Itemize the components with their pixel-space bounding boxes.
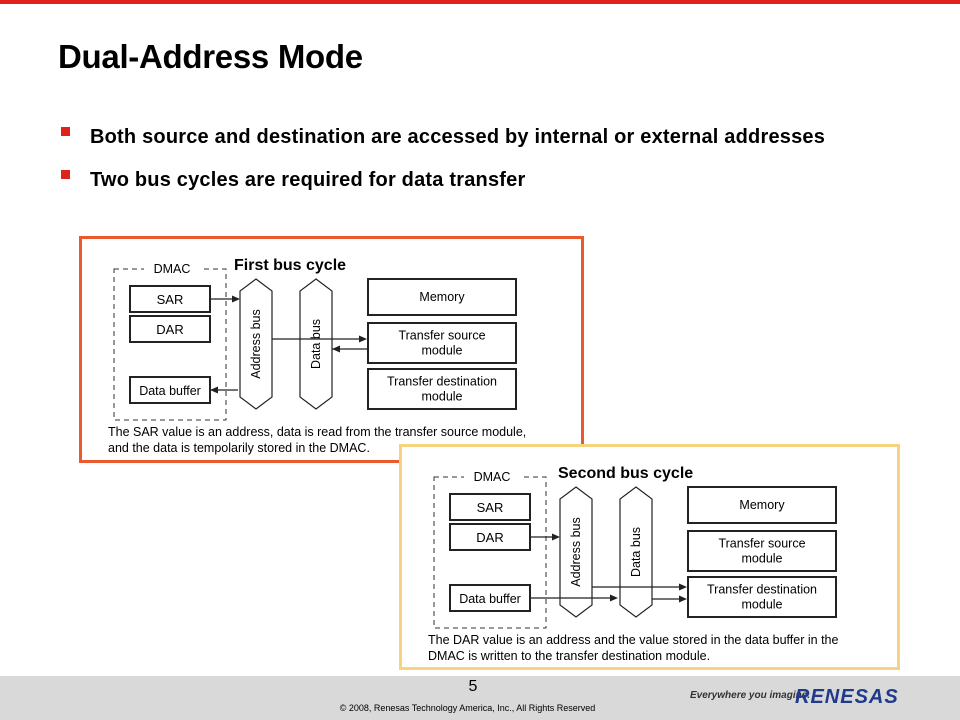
arrow-head-icon: [210, 386, 218, 394]
data-buffer-box: [449, 584, 531, 612]
renesas-logo-text: RENESAS: [795, 686, 899, 708]
module-label: Memory: [419, 290, 465, 304]
diagram-canvas: DMAC SAR DAR Data buffer Address bus Data bus…: [108, 257, 526, 455]
module-box: [367, 322, 517, 364]
module-box: [367, 368, 517, 410]
bullet-item: Both source and destination are accessed…: [60, 124, 920, 151]
register-label: DAR: [156, 322, 183, 337]
arrow-head-icon: [679, 583, 687, 591]
arrow-head-icon: [232, 295, 240, 303]
diagram-caption: The DAR value is an address and the valu…: [428, 633, 838, 663]
bus-arrow-icon: [619, 486, 653, 618]
register-box: [449, 523, 531, 551]
bullet-item: Two bus cycles are required for data tra…: [60, 167, 920, 194]
dmac-label-bg: [464, 469, 520, 485]
dmac-label: DMAC: [474, 470, 511, 484]
first-bus-cycle-diagram: DMAC SAR DAR Data buffer Address bus Data bus…: [79, 236, 584, 463]
register-label: SAR: [477, 500, 504, 515]
brand-tagline: Everywhere you imagine.: [690, 690, 811, 701]
diagram-caption: The SAR value is an address, data is rea…: [108, 425, 526, 455]
arrow-head-icon: [359, 335, 367, 343]
slide-title: Dual-Address Mode: [58, 38, 363, 75]
arrow-head-icon: [332, 345, 340, 353]
dmac-label-bg: [144, 261, 200, 277]
module-box: [367, 278, 517, 316]
copyright-notice: © 2008, Renesas Technology America, Inc.…: [339, 703, 596, 713]
bullet-list: Both source and destination are accessed…: [60, 124, 920, 210]
bus-arrow-icon: [559, 486, 593, 618]
module-box: [687, 576, 837, 618]
top-accent-bar: [0, 0, 960, 4]
data-buffer-label: Data buffer: [459, 592, 521, 606]
square-bullet-icon: [61, 127, 70, 136]
register-box: [449, 493, 531, 521]
footer-bar: [0, 676, 960, 720]
bus-label: Data bus: [309, 319, 323, 369]
bus-arrow-icon: [299, 278, 333, 410]
page-number: 5: [468, 678, 478, 695]
bullet-text: Both source and destination are accessed…: [90, 126, 826, 148]
register-label: SAR: [157, 292, 184, 307]
second-bus-cycle-diagram: DMAC SAR DAR Data buffer Address bus Data bus…: [399, 444, 900, 670]
diagram-heading: Second bus cycle: [558, 465, 693, 482]
arrow-head-icon: [679, 595, 687, 603]
bus-label: Address bus: [569, 517, 583, 586]
bullet-text: Two bus cycles are required for data tra…: [90, 169, 526, 191]
bus-label: Address bus: [249, 309, 263, 378]
module-label: Memory: [739, 498, 785, 512]
diagram-heading: First bus cycle: [234, 257, 346, 274]
arrow-head-icon: [610, 594, 618, 602]
square-bullet-icon: [61, 170, 70, 179]
bus-label: Data bus: [629, 527, 643, 577]
bus-arrow-icon: [239, 278, 273, 410]
dmac-label: DMAC: [154, 262, 191, 276]
diagram-canvas: DMAC SAR DAR Data buffer Address bus Data bus…: [428, 465, 838, 663]
module-box: [687, 530, 837, 572]
register-box: [129, 315, 211, 343]
renesas-logo: RENESAS: [795, 686, 899, 708]
arrow-head-icon: [552, 533, 560, 541]
module-box: [687, 486, 837, 524]
data-buffer-label: Data buffer: [139, 384, 201, 398]
register-label: DAR: [476, 530, 503, 545]
